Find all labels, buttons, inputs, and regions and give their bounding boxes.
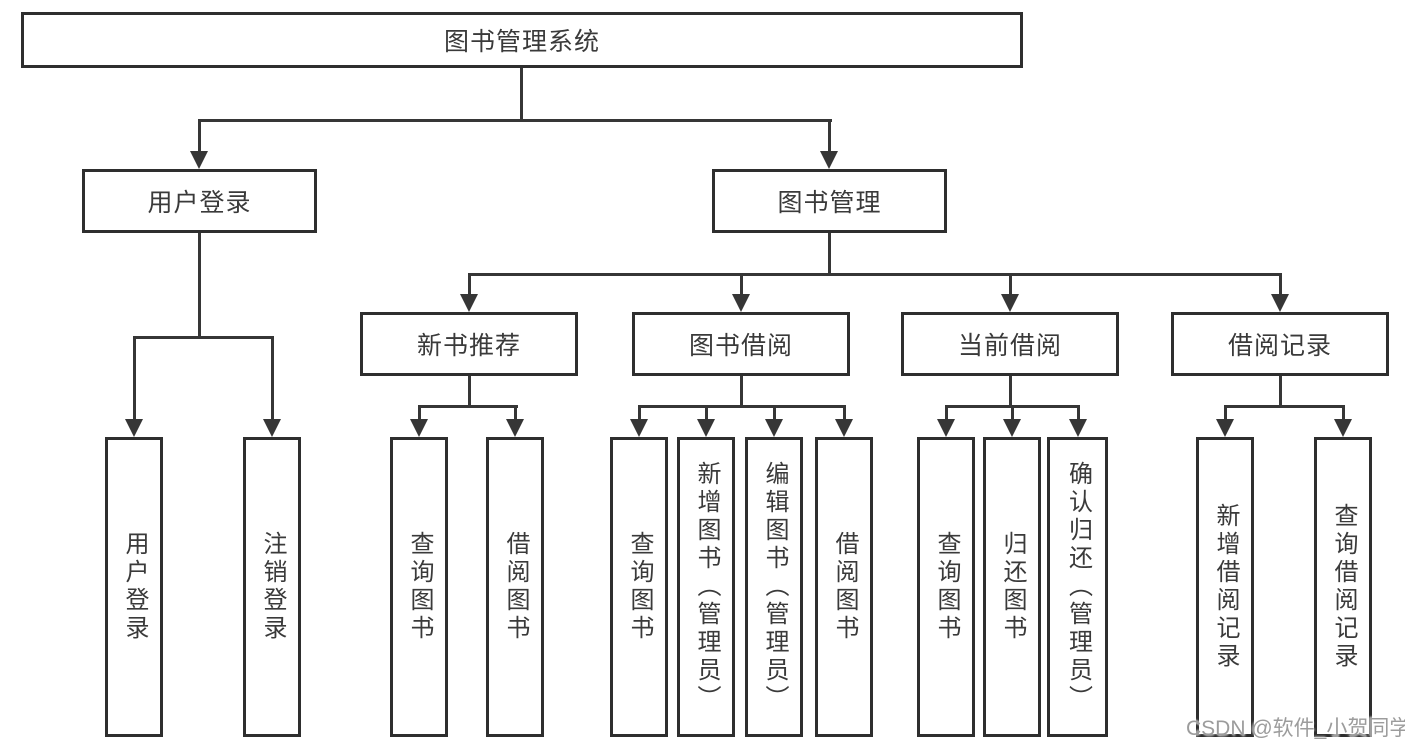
leaf-confirm-return-admin: 确认归还（管理员） — [1047, 437, 1108, 737]
connector-vline — [828, 119, 831, 153]
node-root: 图书管理系统 — [21, 12, 1023, 68]
node-borrow-records: 借阅记录 — [1171, 312, 1389, 376]
node-root-label: 图书管理系统 — [443, 28, 600, 56]
arrowhead-down-icon — [697, 419, 715, 437]
csdn-watermark: CSDN @软件_小贺同学 — [1186, 717, 1405, 740]
leaf-add-borrow-record: 新增借阅记录 — [1196, 437, 1254, 737]
connector-vline — [520, 68, 523, 119]
leaf-logout-label: 注销登录 — [259, 531, 286, 643]
arrowhead-down-icon — [125, 419, 143, 437]
node-current-borrow-label: 当前借阅 — [957, 332, 1062, 360]
connector-hline — [638, 405, 846, 408]
connector-vline — [1342, 405, 1345, 423]
arrowhead-down-icon — [460, 294, 478, 312]
connector-vline — [705, 405, 708, 423]
leaf-add-books-admin-label: 新增图书（管理员） — [693, 461, 720, 713]
arrowhead-down-icon — [630, 419, 648, 437]
connector-hline — [468, 273, 1282, 276]
connector-vline — [740, 273, 743, 296]
leaf-query-borrow-record-label: 查询借阅记录 — [1330, 503, 1357, 671]
arrowhead-down-icon — [937, 419, 955, 437]
leaf-user-login-label: 用户登录 — [121, 531, 148, 643]
arrowhead-down-icon — [410, 419, 428, 437]
arrowhead-down-icon — [732, 294, 750, 312]
leaf-user-login: 用户登录 — [105, 437, 163, 737]
arrowhead-down-icon — [820, 151, 838, 169]
node-new-book-recommend: 新书推荐 — [360, 312, 578, 376]
node-new-book-recommend-label: 新书推荐 — [416, 332, 521, 360]
arrowhead-down-icon — [506, 419, 524, 437]
arrowhead-down-icon — [1003, 419, 1021, 437]
arrowhead-down-icon — [263, 419, 281, 437]
arrowhead-down-icon — [1216, 419, 1234, 437]
leaf-logout: 注销登录 — [243, 437, 301, 737]
connector-vline — [638, 405, 641, 423]
arrowhead-down-icon — [835, 419, 853, 437]
connector-vline — [1279, 273, 1282, 296]
leaf-confirm-return-admin-label: 确认归还（管理员） — [1064, 461, 1092, 713]
connector-vline — [945, 405, 948, 423]
leaf-query-books-borrow-label: 查询图书 — [626, 531, 653, 643]
leaf-edit-books-admin: 编辑图书（管理员） — [745, 437, 803, 737]
node-book-borrow: 图书借阅 — [632, 312, 850, 376]
connector-hline — [133, 336, 274, 339]
leaf-query-books-recommend-label: 查询图书 — [406, 531, 433, 643]
arrowhead-down-icon — [190, 151, 208, 169]
connector-vline — [1224, 405, 1227, 423]
node-user-login-label: 用户登录 — [147, 189, 252, 217]
connector-vline — [1077, 405, 1080, 423]
node-current-borrow: 当前借阅 — [901, 312, 1119, 376]
node-book-management-label: 图书管理 — [777, 189, 882, 217]
connector-vline — [514, 405, 517, 423]
connector-vline — [133, 336, 136, 421]
arrowhead-down-icon — [1001, 294, 1019, 312]
connector-vline — [198, 233, 201, 336]
connector-vline — [1011, 405, 1014, 423]
connector-hline — [1224, 405, 1345, 408]
connector-vline — [198, 119, 201, 153]
leaf-query-books-current-label: 查询图书 — [933, 531, 960, 643]
connector-vline — [1009, 273, 1012, 296]
leaf-add-borrow-record-label: 新增借阅记录 — [1212, 503, 1239, 671]
leaf-query-books-recommend: 查询图书 — [390, 437, 448, 737]
connector-vline — [773, 405, 776, 423]
arrowhead-down-icon — [1271, 294, 1289, 312]
leaf-add-books-admin: 新增图书（管理员） — [677, 437, 735, 737]
leaf-return-books: 归还图书 — [983, 437, 1041, 737]
connector-hline — [198, 119, 832, 122]
node-user-login: 用户登录 — [82, 169, 317, 233]
node-borrow-records-label: 借阅记录 — [1227, 332, 1332, 360]
connector-vline — [468, 273, 471, 296]
connector-vline — [271, 336, 274, 421]
leaf-borrow-books-label: 借阅图书 — [831, 531, 858, 643]
connector-vline — [1009, 376, 1012, 408]
node-book-borrow-label: 图书借阅 — [688, 332, 793, 360]
leaf-query-books-current: 查询图书 — [917, 437, 975, 737]
leaf-borrow-books: 借阅图书 — [815, 437, 873, 737]
arrowhead-down-icon — [1069, 419, 1087, 437]
connector-vline — [468, 376, 471, 408]
arrowhead-down-icon — [765, 419, 783, 437]
leaf-return-books-label: 归还图书 — [999, 531, 1026, 643]
connector-vline — [418, 405, 421, 423]
leaf-query-books-borrow: 查询图书 — [610, 437, 668, 737]
connector-vline — [1279, 376, 1282, 408]
connector-vline — [843, 405, 846, 423]
connector-vline — [828, 233, 831, 276]
leaf-edit-books-admin-label: 编辑图书（管理员） — [761, 461, 788, 713]
connector-vline — [740, 376, 743, 408]
leaf-query-borrow-record: 查询借阅记录 — [1314, 437, 1372, 737]
leaf-borrow-books-recommend: 借阅图书 — [486, 437, 544, 737]
arrowhead-down-icon — [1334, 419, 1352, 437]
leaf-borrow-books-recommend-label: 借阅图书 — [502, 531, 529, 643]
connector-hline — [418, 405, 518, 408]
node-book-management: 图书管理 — [712, 169, 947, 233]
